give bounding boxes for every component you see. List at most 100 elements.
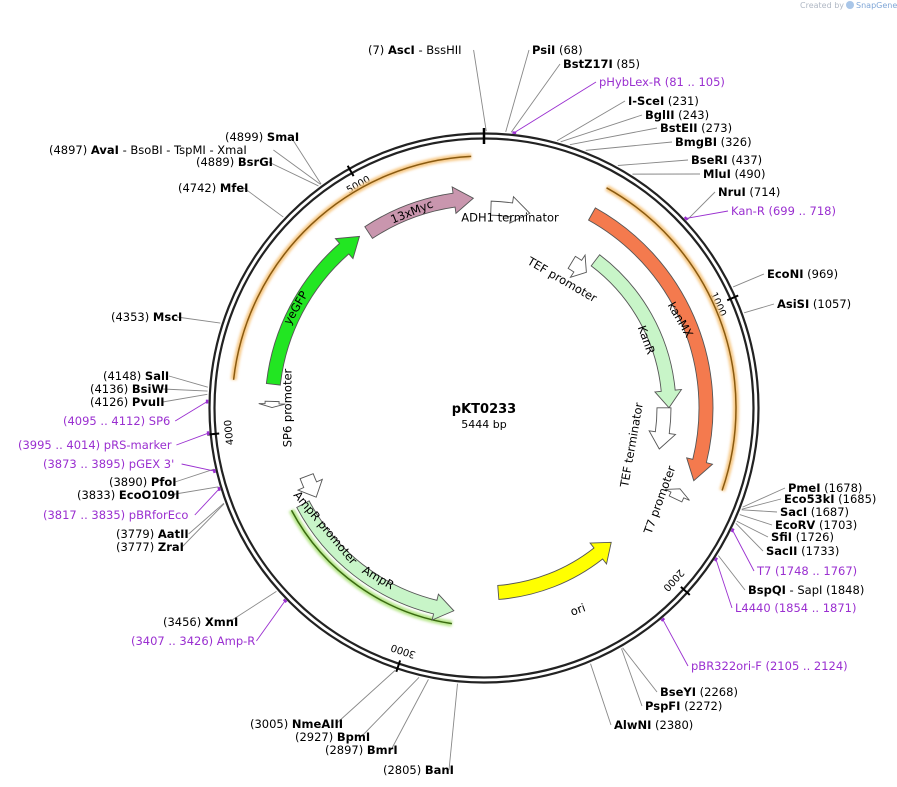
site-label: I-SceI (231) [628,94,699,108]
feature-ori [497,541,612,600]
site-leader [176,316,221,324]
site-label: (3777) ZraI [116,540,184,554]
site-label: PmeI (1678) [788,481,862,495]
primer-mark [713,557,719,562]
site-label: BglII (243) [645,108,709,122]
primer-label: T7 (1748 .. 1767) [756,564,857,578]
site-leader [736,520,769,538]
site-leader [585,141,673,151]
kanmx-highlight-line [606,187,737,491]
site-label: (3890) PfoI [109,475,177,489]
feature-label: TEF promoter [524,254,600,306]
feature-label: T7 promoter [640,464,678,537]
site-leader [168,375,208,388]
site-leader [718,555,746,591]
site-label: PspFI (2272) [645,699,722,713]
site-label: (4136) BsiWI [90,382,168,396]
site-label: SacII (1733) [766,544,839,558]
site-leader [743,303,775,314]
site-leader [174,468,214,483]
credit-prefix: Created by [800,1,845,10]
feature-13xmyc [364,186,475,240]
primer-mark [282,598,288,604]
site-leader [176,432,209,446]
tick-label: 3000 [390,641,418,659]
site-leader [560,114,643,143]
site-label: (4742) MfeI [178,181,248,195]
site-leader [360,676,420,738]
feature-label: TEF terminator [617,401,646,489]
site-label: BseYI (2268) [660,685,738,699]
site-label: (7) AscI - BssHII [368,43,462,57]
site-label: (2897) BmrI [325,743,398,757]
site-label: (3833) EcoO109I [77,488,180,502]
feature-kanmx [587,207,714,482]
primer-mark [730,527,735,533]
site-label: BspQI - SapI (1848) [748,583,864,597]
snapgene-logo-icon [846,1,855,9]
site-leader [181,463,215,472]
primer-label: (3995 .. 4014) pRS-marker [18,438,172,452]
site-leader [622,647,658,693]
site-leader [335,670,396,725]
cassette-highlight-line [232,155,472,380]
site-label: Eco53kI (1685) [784,492,876,506]
snapgene-credit: Created by SnapGene [800,1,897,10]
tick-mark [395,660,402,673]
site-label: NruI (714) [718,185,780,199]
site-label: BstEII (273) [660,121,732,135]
site-leader [590,663,612,726]
site-leader [162,388,208,392]
primer-label: pBR322ori-F (2105 .. 2124) [691,659,848,673]
site-label: EcoRV (1703) [775,518,857,532]
primer-label: (4095 .. 4112) SP6 [63,414,170,428]
site-leader [390,679,429,751]
cassette-highlight [230,153,472,381]
site-label: EcoNI (969) [767,267,838,281]
feature-tef-terminator [648,407,677,450]
site-leader [473,49,487,132]
site-leader [268,161,319,187]
site-leader-lines [162,49,786,771]
feature-yegfp [265,235,361,386]
feature-kanr [590,254,683,409]
site-label: BstZ17I (85) [563,57,640,71]
site-leader [741,509,778,513]
primer-label: Kan-R (699 .. 718) [731,204,836,218]
site-label: SacI (1687) [780,505,849,519]
site-leader [617,159,689,166]
primer-label: (3873 .. 3895) pGEX 3' [43,457,174,471]
primer-mark [660,617,666,622]
primer-mark [683,216,689,221]
credit-brand: SnapGene [856,1,897,10]
site-leader [621,648,643,707]
feature-sp6-promoter [258,400,286,408]
site-label: AlwNI (2380) [614,718,693,732]
site-leader [505,49,530,132]
primer-label: (3817 .. 3835) pBRforEco [43,508,188,522]
site-leader [514,81,597,134]
site-leader [739,514,773,526]
feature-ampr-promoter [296,473,324,498]
site-leader [662,619,689,667]
site-leader [735,522,764,552]
feature-ampr [296,500,455,621]
site-leader [243,187,284,218]
site-leader [162,393,208,403]
site-leader [742,487,786,508]
feature-label: yeGFP [280,288,310,327]
site-leader [732,273,765,288]
primer-label: pHybLex-R (81 .. 105) [599,75,725,89]
site-label: (4126) PvuII [90,395,165,409]
site-leader [181,503,225,548]
site-label: BmgBI (326) [675,135,752,149]
tick-label: 4000 [223,419,236,445]
site-leader [715,559,733,609]
site-label: (4148) SalI [103,369,169,383]
feature-label: ori [568,600,587,618]
plasmid-backbone [208,128,760,684]
primer-mark [212,468,216,474]
site-label: AsiSI (1057) [777,297,851,311]
